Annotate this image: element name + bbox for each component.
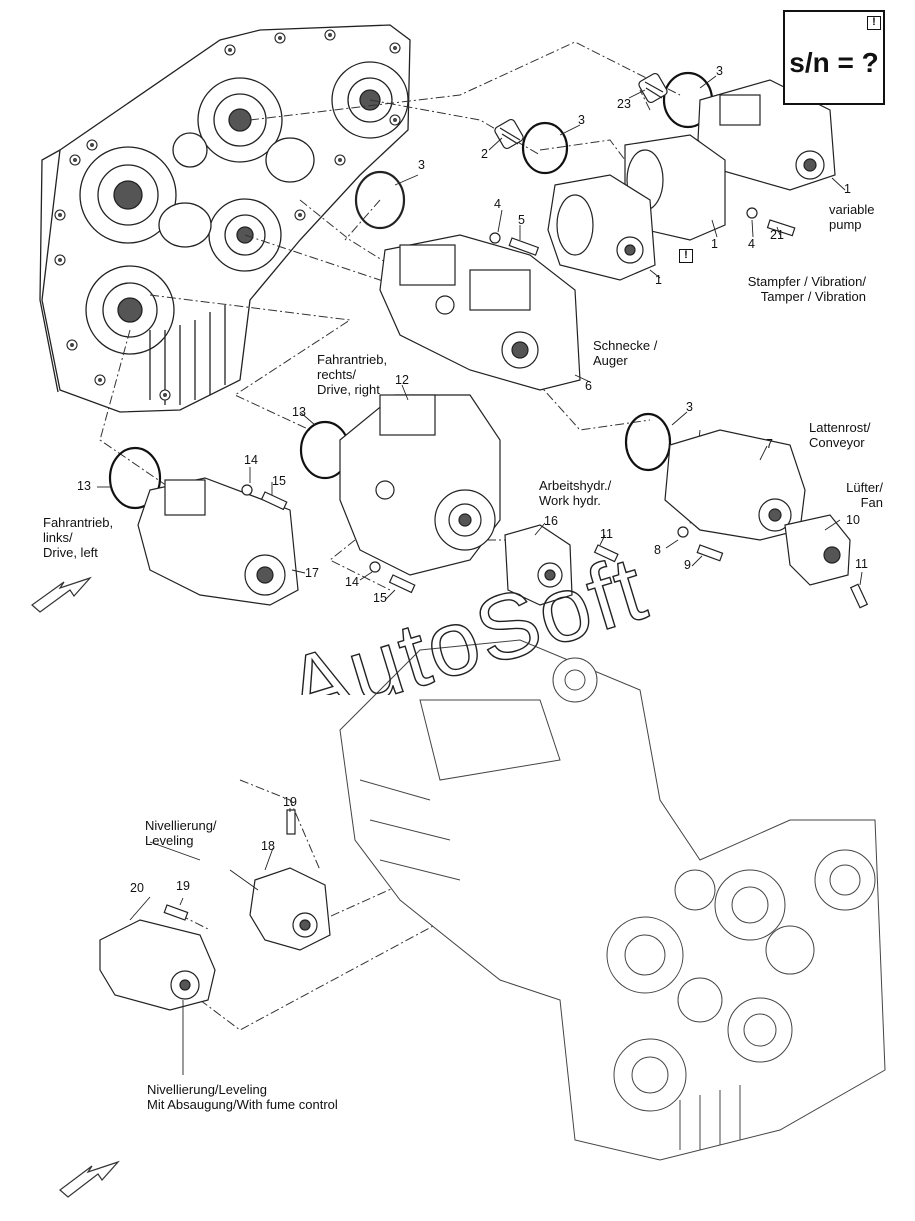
upper-gearbox-drawing: [39, 24, 411, 413]
callout-number: 1: [655, 273, 662, 287]
warning-icon: !: [679, 249, 693, 263]
callout-number: 6: [585, 379, 592, 393]
callout-number: 21: [770, 228, 784, 242]
conveyor-pump: [664, 429, 851, 586]
label-line: Conveyor: [809, 435, 865, 450]
label-conveyor: Lattenrost/ Conveyor: [809, 420, 870, 450]
callout-number: 16: [544, 514, 558, 528]
callout-number: 14: [345, 575, 359, 589]
callout-number: 1: [844, 182, 851, 196]
callout-number: 19: [176, 879, 190, 893]
callout-number: 3: [418, 158, 425, 172]
warning-icon: !: [867, 16, 881, 30]
drive-right-pump: [339, 394, 501, 576]
label-drive-right: Fahrantrieb, rechts/ Drive, right: [317, 352, 387, 397]
auger-pump: [379, 234, 581, 391]
callout-number: 4: [494, 197, 501, 211]
label-line: variable: [829, 202, 875, 217]
autosoft-watermark: AutoSoft: [275, 536, 659, 695]
label-line: rechts/: [317, 367, 357, 382]
label-variable-pump: variable pump: [829, 202, 875, 232]
callout-number: 20: [130, 881, 144, 895]
label-line: Drive, left: [43, 545, 98, 560]
callout-number: 13: [77, 479, 91, 493]
label-drive-left: Fahrantrieb, links/ Drive, left: [43, 515, 113, 560]
callout-number: 7: [766, 437, 773, 451]
bolts-and-washers: [163, 207, 869, 921]
label-line: Fan: [860, 495, 883, 510]
label-line: Schnecke /: [593, 338, 658, 353]
callout-number: 15: [272, 474, 286, 488]
label-leveling-fume: Nivellierung/Leveling Mit Absaugung/With…: [147, 1082, 338, 1112]
label-leveling: Nivellierung/ Leveling: [145, 818, 217, 848]
callout-number: 12: [395, 373, 409, 387]
callout-number: 3: [578, 113, 585, 127]
couplings: [494, 72, 668, 150]
label-line: pump: [829, 217, 862, 232]
callout-number: 15: [373, 591, 387, 605]
callout-number: 3: [716, 64, 723, 78]
callout-number: 10: [846, 513, 860, 527]
label-line: Lattenrost/: [809, 420, 871, 435]
label-line: links/: [43, 530, 73, 545]
callout-number: 3: [686, 400, 693, 414]
label-line: Nivellierung/: [145, 818, 217, 833]
label-work-hydr: Arbeitshydr./ Work hydr.: [539, 478, 611, 508]
callout-number: 19: [283, 795, 297, 809]
drive-left-pump: [137, 477, 299, 606]
label-line: Mit Absaugung/With fume control: [147, 1097, 338, 1112]
label-line: Tamper / Vibration: [760, 289, 866, 304]
label-line: Arbeitshydr./: [539, 478, 612, 493]
serial-number-text: s/n = ?: [789, 47, 879, 78]
callout-number: 18: [261, 839, 275, 853]
label-line: Stampfer / Vibration/: [747, 274, 866, 289]
label-line: Drive, right: [317, 382, 380, 397]
callout-leaders: [97, 75, 863, 1075]
work-hydr-pump: [504, 524, 573, 606]
callout-number: 14: [244, 453, 258, 467]
leveling-pumps: [99, 867, 331, 1011]
callout-number: 23: [617, 97, 631, 111]
callout-number: 4: [748, 237, 755, 251]
label-line: Leveling: [145, 833, 194, 848]
label-line: Lüfter/: [846, 480, 883, 495]
watermark-text: AutoSoft: [275, 537, 658, 695]
label-line: Auger: [593, 353, 628, 368]
engine-drawing: [339, 639, 886, 1161]
label-fan: Lüfter/ Fan: [820, 480, 883, 510]
label-tamper-vibration: Stampfer / Vibration/ Tamper / Vibration: [716, 274, 866, 304]
callout-number: 2: [481, 147, 488, 161]
callout-number: 9: [684, 558, 691, 572]
callout-number: 8: [654, 543, 661, 557]
label-line: Work hydr.: [539, 493, 601, 508]
callout-number: 5: [518, 213, 525, 227]
label-line: Fahrantrieb,: [43, 515, 114, 530]
tamper-vibration-pumps: [547, 79, 836, 281]
callout-number: 1: [711, 237, 718, 251]
label-line: Nivellierung/Leveling: [147, 1082, 267, 1097]
label-auger: Schnecke / Auger: [593, 338, 657, 368]
callout-number: 11: [600, 527, 613, 541]
callout-number: 11: [855, 557, 868, 571]
label-line: Fahrantrieb,: [317, 352, 388, 367]
callout-number: 13: [292, 405, 306, 419]
serial-number-box: ! s/n = ?: [783, 10, 885, 105]
direction-arrows: [31, 576, 120, 1198]
callout-number: 17: [305, 566, 319, 580]
